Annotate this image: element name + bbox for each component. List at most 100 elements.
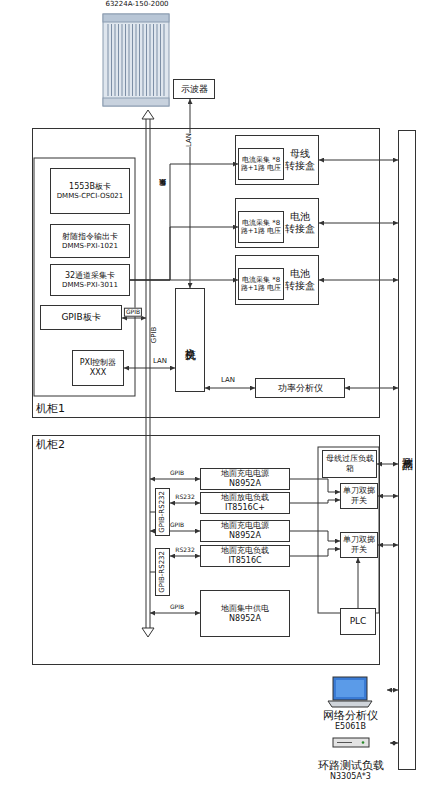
node-text: 63224A-150-2000 [105, 0, 168, 8]
node-text: N8952A [229, 614, 261, 624]
node-text: 交换机 [183, 339, 196, 342]
switch-box: 单刀双掷开关 [340, 532, 378, 558]
node-text: 1553B板卡 [69, 182, 111, 192]
node-text: 地面放电负载 [221, 493, 269, 503]
adapter-box: 电池 转接盒电流采集 *8路+1路 电压 [235, 198, 319, 248]
chassis-node: 63224A-150-2000 [98, 0, 176, 112]
instrument-box: 示波器 [173, 79, 215, 99]
node-text: 电流采集 *8路+1路 电压 [239, 156, 283, 173]
node-text: 被测产品 [400, 448, 413, 452]
node-text: IT8516C+ [225, 503, 265, 513]
power-box: 地面充电电源N8952A [200, 520, 290, 542]
node-text: 母线过压负载箱 [323, 454, 376, 473]
connector [378, 545, 398, 546]
card-box: GPIB板卡 [40, 305, 122, 330]
connector [319, 223, 398, 224]
connector [319, 280, 398, 281]
adapter-box: 电池 转接盒电流采集 *8路+1路 电压 [235, 255, 319, 305]
bus-label: GPIB [170, 470, 184, 477]
node-text: PLC [350, 616, 367, 627]
card-box: 射随指令输出卡DMMS-PXI-1021 [50, 224, 130, 258]
connector [124, 368, 175, 369]
power-box: 地面充电电源N8952A [200, 468, 290, 490]
connector [387, 690, 398, 691]
node-text: N8952A [229, 531, 261, 541]
load-box: 地面放电负载IT8516C+ [200, 492, 290, 514]
power-box: 地面集中供电N8952A [200, 590, 290, 637]
card-group-frame [34, 158, 135, 396]
connector [290, 500, 340, 503]
connector [345, 388, 398, 389]
node-text: 电池 转接盒 [285, 268, 315, 292]
wire-label: LAN [186, 133, 194, 147]
node-text: 机柜2 [36, 438, 65, 451]
connector [319, 160, 398, 161]
card-box: 32通道采集卡DMMS-PXI-3011 [50, 264, 130, 296]
node-text: DMMS-PXI-1021 [62, 242, 118, 250]
node-text: 射随指令输出卡 [62, 232, 118, 242]
wire-label: RS232 [175, 547, 194, 554]
load-node: 环路测试负载N3305A*3 [311, 734, 390, 782]
node-text: 电池 转接盒 [285, 211, 315, 235]
node-text: 单刀双掷开关 [341, 535, 377, 554]
connector [390, 743, 398, 744]
connector [358, 558, 359, 608]
bus-label: GPIB [170, 522, 184, 529]
cabinet-frame: 机柜2GPIB-RS232GPIB-RS232地面充电电源N8952A地面放电负… [32, 435, 380, 665]
connector [205, 388, 255, 389]
node-text: 机柜1 [36, 402, 65, 415]
gpib-wire [122, 318, 146, 319]
gpib-wire [150, 479, 200, 480]
node-text: DMMS-PXI-3011 [62, 281, 118, 289]
connector [170, 556, 200, 557]
analyzer-node: 网络分析仪E5061B [314, 674, 387, 732]
switch-box: 单刀双掷开关 [340, 483, 378, 509]
sampler-box: 电流采集 *8路+1路 电压 [238, 148, 284, 180]
node-text: 示波器 [181, 84, 208, 95]
chassis-illustration [103, 14, 169, 106]
gpib-wire [150, 613, 200, 614]
node-text: 单刀双掷开关 [341, 486, 377, 505]
connector [130, 164, 238, 280]
node-text: N8952A [229, 479, 261, 489]
product-box: 被测产品 [398, 130, 416, 770]
bus-label: GPIB [124, 308, 142, 317]
card-box: 1553B板卡DMMS-CPCI-OS021 [50, 168, 130, 214]
connector [378, 496, 398, 497]
bus-label: GPIB [170, 604, 184, 611]
connector [290, 549, 340, 556]
switch-group-frame [318, 447, 379, 613]
connector [290, 479, 340, 492]
converter-box: GPIB-RS232 [155, 548, 170, 596]
switch-box: 交换机 [175, 288, 205, 392]
node-text: 网络分析仪 [323, 709, 378, 722]
node-text: 地面集中供电 [221, 604, 269, 614]
wire-label: RS232 [175, 494, 194, 501]
node-text: IT8516C [228, 556, 261, 566]
connector [130, 227, 238, 280]
connector [170, 503, 200, 504]
node-text: 功率分析仪 [278, 383, 323, 394]
load-box: 母线过压负载箱 [322, 450, 377, 478]
node-text: 电流采集 *8路+1路 电压 [239, 276, 283, 293]
node-text: N3305A*3 [330, 772, 371, 782]
connector [130, 280, 238, 281]
node-text: GPIB-RS232 [158, 551, 166, 593]
cabinet-frame: 机柜11553B板卡DMMS-CPCI-OS021射随指令输出卡DMMS-PXI… [32, 128, 380, 418]
gpib-bus [142, 110, 154, 637]
plc-box: PLC [340, 608, 376, 635]
node-text: 环路测试负载 [318, 759, 384, 772]
connector [377, 464, 398, 465]
node-text: DMMS-CPCI-OS021 [57, 192, 124, 200]
node-text: 32通道采集卡 [65, 271, 115, 281]
node-text: GPIB板卡 [61, 312, 100, 323]
converter-box: GPIB-RS232 [155, 488, 170, 536]
node-text: PXI控制器 [80, 358, 117, 368]
load-box: 地面充电负载IT8516C [200, 545, 290, 567]
sampler-box: 电流采集 *8路+1路 电压 [238, 268, 284, 300]
node-text: 地面充电负载 [221, 546, 269, 556]
controller-box: PXI控制器XXX [72, 350, 124, 386]
node-text: XXX [90, 368, 106, 378]
